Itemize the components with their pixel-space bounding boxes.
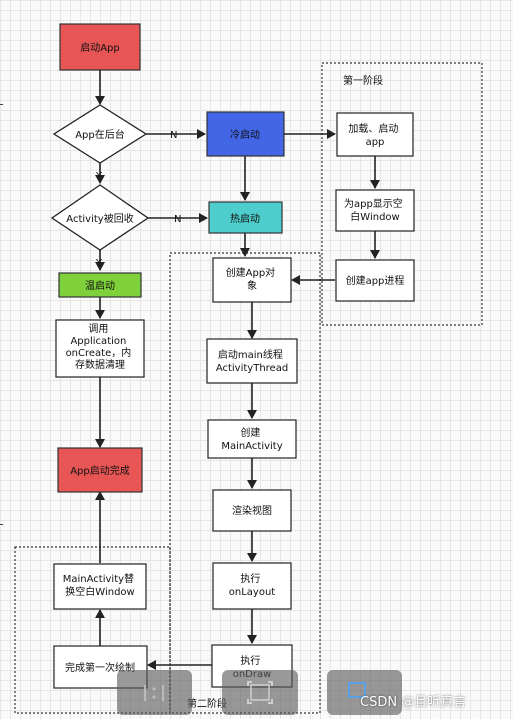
node-show-blank-window: 为app显示空 白Window xyxy=(335,189,415,232)
node-create-app-object: 创建App对 象 xyxy=(212,257,292,303)
left-edge-tick xyxy=(0,524,3,525)
edge-label-n1: N xyxy=(170,130,177,141)
csdn-watermark: CSDN @且听真言 xyxy=(360,695,467,710)
node-exec-onlayout: 执行 onLayout xyxy=(212,562,292,610)
node-replace-window: MainActivity替 换空白Window xyxy=(53,563,147,610)
node-app-started: App启动完成 xyxy=(57,447,143,493)
node-app-started-label: App启动完成 xyxy=(70,464,130,477)
phase2-container xyxy=(169,252,321,714)
phase1-container xyxy=(321,62,483,326)
node-call-application: 调用 Application onCreate，内 存数据清理 xyxy=(55,319,145,378)
node-app-background: App在后台 xyxy=(52,104,148,164)
node-finish-first-draw-label: 完成第一次绘制 xyxy=(65,661,135,674)
edge-label-y2: Y xyxy=(95,258,103,269)
node-render-view-label: 渲染视图 xyxy=(232,504,272,517)
edge-label-n2: N xyxy=(174,214,181,225)
phase2-label: 第二阶段 xyxy=(187,697,227,710)
node-cold-start-label: 冷启动 xyxy=(230,128,260,141)
node-create-main-activity: 创建 MainActivity xyxy=(207,419,297,459)
phase1-label: 第一阶段 xyxy=(343,74,383,87)
edges xyxy=(95,70,380,670)
node-create-main-activity-label: 创建 MainActivity xyxy=(221,426,282,452)
node-replace-window-label: MainActivity替 换空白Window xyxy=(63,572,137,598)
node-load-start-app-label: 加载、启动 app xyxy=(348,122,401,148)
node-create-process: 创建app进程 xyxy=(335,259,415,302)
overlay-ratio-button[interactable] xyxy=(117,670,192,715)
ratio-icon xyxy=(144,685,164,701)
crop-frame-icon xyxy=(247,681,273,704)
node-warm-start: 温启动 xyxy=(58,272,142,298)
node-activity-recycled: Activity被回收 xyxy=(50,184,150,251)
node-start-main-thread-label: 启动main线程 ActivityThread xyxy=(216,348,288,374)
node-call-application-label: 调用 Application onCreate，内 存数据清理 xyxy=(66,323,135,371)
node-load-start-app: 加载、启动 app xyxy=(336,112,414,157)
node-start-app: 启动App xyxy=(59,23,141,71)
node-start-main-thread: 启动main线程 ActivityThread xyxy=(206,338,298,384)
node-hot-start-label: 热启动 xyxy=(230,212,260,225)
overlay-crop-button[interactable] xyxy=(222,670,298,715)
node-create-process-label: 创建app进程 xyxy=(346,274,405,287)
node-create-app-object-label: 创建App对 象 xyxy=(226,266,279,292)
left-edge-tick xyxy=(0,104,3,105)
lower-left-container xyxy=(14,546,171,714)
node-start-app-label: 启动App xyxy=(80,41,120,54)
node-show-blank-window-label: 为app显示空 白Window xyxy=(344,197,406,223)
node-hot-start: 热启动 xyxy=(208,201,283,234)
window-select-icon xyxy=(348,682,366,698)
overlay-window-button[interactable] xyxy=(327,670,402,715)
node-app-background-label: App在后台 xyxy=(75,128,125,141)
node-activity-recycled-label: Activity被回收 xyxy=(66,212,133,225)
node-exec-onlayout-label: 执行 onLayout xyxy=(229,572,276,598)
node-render-view: 渲染视图 xyxy=(212,489,292,532)
node-cold-start: 冷启动 xyxy=(206,111,285,157)
edge-label-y1: Y xyxy=(95,171,103,182)
node-warm-start-label: 温启动 xyxy=(85,279,115,292)
